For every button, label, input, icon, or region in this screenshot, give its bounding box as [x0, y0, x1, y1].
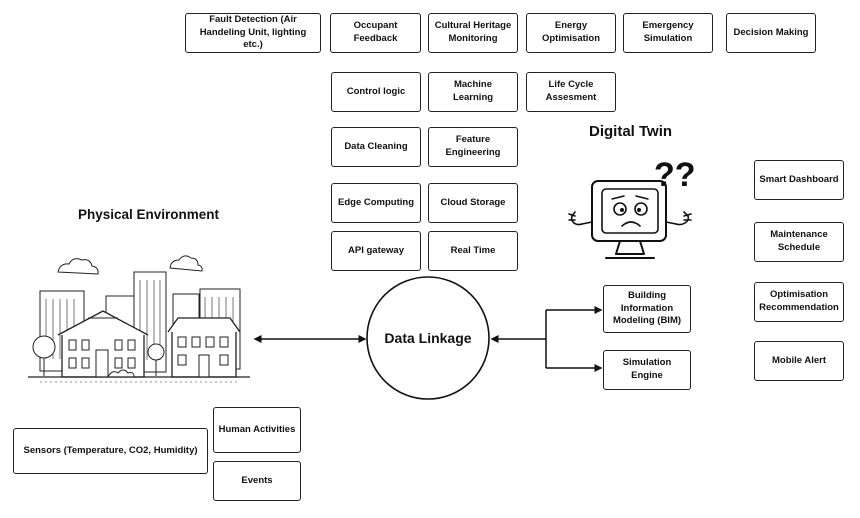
emergency-simulation-box: Emergency Simulation	[623, 13, 713, 53]
life-cycle-assessment-box: Life Cycle Assesment	[526, 72, 616, 112]
feature-engineering-box: Feature Engineering	[428, 127, 518, 167]
city-buildings-icon	[28, 255, 250, 383]
control-logic-box: Control logic	[331, 72, 421, 112]
cloud-storage-box: Cloud Storage	[428, 183, 518, 223]
bim-box: Building Information Modeling (BIM)	[603, 285, 691, 333]
events-box: Events	[213, 461, 301, 501]
simulation-engine-box: Simulation Engine	[603, 350, 691, 390]
human-activities-box: Human Activities	[213, 407, 301, 453]
fault-detection-box: Fault Detection (Air Handeling Unit, lig…	[185, 13, 321, 53]
energy-optimisation-box: Energy Optimisation	[526, 13, 616, 53]
physical-environment-title: Physical Environment	[78, 207, 220, 222]
data-linkage-label: Data Linkage	[384, 330, 471, 346]
edge-computing-box: Edge Computing	[331, 183, 421, 223]
machine-learning-box: Machine Learning	[428, 72, 518, 112]
api-gateway-box: API gateway	[331, 231, 421, 271]
data-linkage-circle	[366, 276, 490, 400]
real-time-box: Real Time	[428, 231, 518, 271]
cultural-heritage-monitoring-box: Cultural Heritage Monitoring	[428, 13, 518, 53]
data-cleaning-box: Data Cleaning	[331, 127, 421, 167]
digital-twin-title: Digital Twin	[589, 123, 673, 140]
mobile-alert-box: Mobile Alert	[754, 341, 844, 381]
occupant-feedback-box: Occupant Feedback	[330, 13, 421, 53]
optimisation-recommendation-box: Optimisation Recommendation	[754, 282, 844, 322]
smart-dashboard-box: Smart Dashboard	[754, 160, 844, 200]
sensors-box: Sensors (Temperature, CO2, Humidity)	[13, 428, 208, 474]
confused-monitor-icon	[568, 180, 692, 259]
maintenance-schedule-box: Maintenance Schedule	[754, 222, 844, 262]
question-marks: ??	[654, 156, 696, 194]
decision-making-box: Decision Making	[726, 13, 816, 53]
